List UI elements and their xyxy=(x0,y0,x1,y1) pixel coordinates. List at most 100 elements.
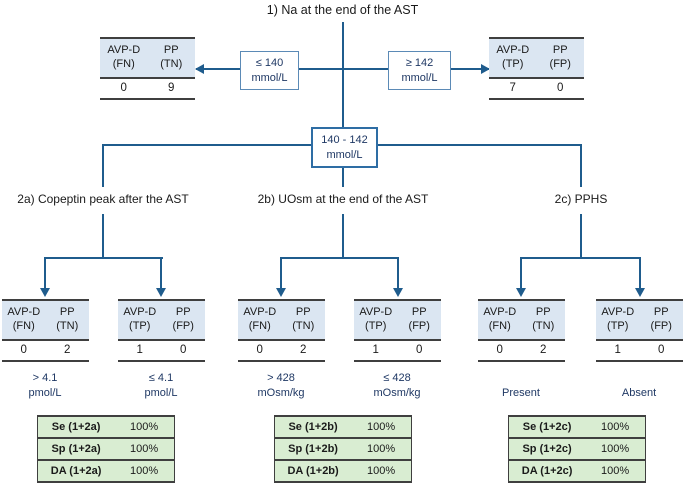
summary-row: DA (1+2c) 100% xyxy=(509,461,645,481)
col-name: PP xyxy=(535,306,551,318)
col-name: AVP-D xyxy=(496,44,530,56)
cell-value: 1 xyxy=(614,343,621,356)
table-values: 0 2 xyxy=(238,340,325,362)
branch-2c-stem-bottom xyxy=(580,214,582,259)
criterion-unit: mmol/L xyxy=(401,71,438,84)
summary-metric-label: Se (1+2c) xyxy=(522,421,572,433)
cell-value: 1 xyxy=(372,343,379,356)
col-header: PP (TN) xyxy=(46,305,90,334)
summary-metric-label: DA (1+2b) xyxy=(287,465,339,477)
col-tag: (TP) xyxy=(129,320,151,333)
threshold-2b-left: > 428 mOsm/kg xyxy=(236,369,326,401)
col-header: PP (FP) xyxy=(162,305,206,334)
summary-row: Se (1+2a) 100% xyxy=(38,417,174,439)
cell-value: 2 xyxy=(300,343,307,356)
col-name: AVP-D xyxy=(601,306,635,318)
branch-2a-split-bar xyxy=(45,257,163,259)
result-table-2c-right: AVP-D (TP) PP (FP) 1 0 xyxy=(596,299,683,362)
table-values: 1 0 xyxy=(596,340,683,362)
cell-value: 0 xyxy=(256,343,263,356)
col-tag: (FN) xyxy=(488,320,511,333)
criterion-box-na-mid: 140 - 142 mmol/L xyxy=(311,127,378,168)
col-name: AVP-D xyxy=(7,306,41,318)
cell-value: 0 xyxy=(416,343,423,356)
col-header: AVP-D (FN) xyxy=(478,305,522,334)
col-tag: (TN) xyxy=(532,320,555,333)
summary-row: Sp (1+2a) 100% xyxy=(38,439,174,461)
col-name: PP xyxy=(653,306,669,318)
cell-value: 9 xyxy=(168,81,175,94)
cell-value: 0 xyxy=(496,343,503,356)
summary-metric-label: DA (1+2c) xyxy=(521,465,573,477)
col-name: PP xyxy=(163,44,179,56)
col-tag: (FN) xyxy=(112,58,135,71)
col-name: PP xyxy=(411,306,427,318)
result-table-na-low: AVP-D (FN) PP (TN) 0 9 xyxy=(100,37,195,100)
col-tag: (FN) xyxy=(12,320,35,333)
criterion-unit: mmol/L xyxy=(326,148,363,161)
summary-row: Se (1+2b) 100% xyxy=(275,417,411,439)
threshold-2c-right: Absent xyxy=(594,369,684,401)
col-name: AVP-D xyxy=(107,44,141,56)
col-header: AVP-D (TP) xyxy=(596,305,640,334)
summary-row: Se (1+2c) 100% xyxy=(509,417,645,439)
table-values: 1 0 xyxy=(354,340,441,362)
col-name: AVP-D xyxy=(123,306,157,318)
summary-row: DA (1+2b) 100% xyxy=(275,461,411,481)
drop-line xyxy=(44,257,46,289)
step1-title: 1) Na at the end of the AST xyxy=(266,3,419,17)
drop-line xyxy=(520,257,522,289)
summary-metric-value: 100% xyxy=(601,421,630,433)
col-tag: (TP) xyxy=(365,320,387,333)
table-values: 7 0 xyxy=(489,78,584,100)
arrow-down-icon xyxy=(393,288,403,297)
threshold-value: ≤ 428 xyxy=(383,372,411,385)
summary-table-2a: Se (1+2a) 100% Sp (1+2a) 100% DA (1+2a) … xyxy=(37,415,175,483)
top-horizontal-line xyxy=(196,68,490,70)
threshold-2c-left: Present xyxy=(476,369,566,401)
arrow-down-icon xyxy=(635,288,645,297)
col-header: AVP-D (TP) xyxy=(354,305,398,334)
branch-label-2c: 2c) PPHS xyxy=(554,192,608,206)
col-tag: (TP) xyxy=(607,320,629,333)
table-header: AVP-D (TP) PP (FP) xyxy=(489,39,584,79)
branch-2c-stem-top xyxy=(580,144,582,187)
col-name: AVP-D xyxy=(483,306,517,318)
criterion-box-na-low: ≤ 140 mmol/L xyxy=(240,51,299,90)
summary-table-2b: Se (1+2b) 100% Sp (1+2b) 100% DA (1+2b) … xyxy=(274,415,412,483)
col-header: PP (FP) xyxy=(398,305,442,334)
summary-metric-label: Se (1+2a) xyxy=(51,421,101,433)
col-name: AVP-D xyxy=(359,306,393,318)
table-values: 1 0 xyxy=(118,340,205,362)
branch-label-2a: 2a) Copeptin peak after the AST xyxy=(17,192,189,206)
result-table-2a-left: AVP-D (FN) PP (TN) 0 2 xyxy=(2,299,89,362)
summary-metric-value: 100% xyxy=(130,421,159,433)
summary-metric-value: 100% xyxy=(367,465,396,477)
result-table-2a-right: AVP-D (TP) PP (FP) 1 0 xyxy=(118,299,205,362)
summary-row: Sp (1+2c) 100% xyxy=(509,439,645,461)
col-tag: (FP) xyxy=(172,320,194,333)
arrow-right-icon xyxy=(481,64,490,74)
cell-value: 0 xyxy=(658,343,665,356)
table-header: AVP-D (FN) PP (TN) xyxy=(478,301,565,341)
result-table-2b-left: AVP-D (FN) PP (TN) 0 2 xyxy=(238,299,325,362)
arrow-down-icon xyxy=(156,288,166,297)
cell-value: 7 xyxy=(509,81,516,94)
cell-value: 0 xyxy=(20,343,27,356)
threshold-unit: pmol/L xyxy=(144,387,178,400)
cell-value: 2 xyxy=(540,343,547,356)
col-header: AVP-D (FN) xyxy=(100,43,148,72)
summary-metric-label: Sp (1+2a) xyxy=(51,443,101,455)
col-name: PP xyxy=(552,44,568,56)
threshold-unit: mOsm/kg xyxy=(373,387,421,400)
table-values: 0 2 xyxy=(2,340,89,362)
criterion-value: 140 - 142 xyxy=(321,133,368,146)
col-tag: (FN) xyxy=(248,320,271,333)
summary-metric-label: Sp (1+2c) xyxy=(522,443,572,455)
threshold-value: ≤ 4.1 xyxy=(148,372,174,385)
summary-metric-value: 100% xyxy=(130,465,159,477)
threshold-value: > 428 xyxy=(267,372,295,385)
summary-metric-value: 100% xyxy=(601,443,630,455)
center-vertical-line xyxy=(342,22,344,145)
table-header: AVP-D (TP) PP (FP) xyxy=(354,301,441,341)
